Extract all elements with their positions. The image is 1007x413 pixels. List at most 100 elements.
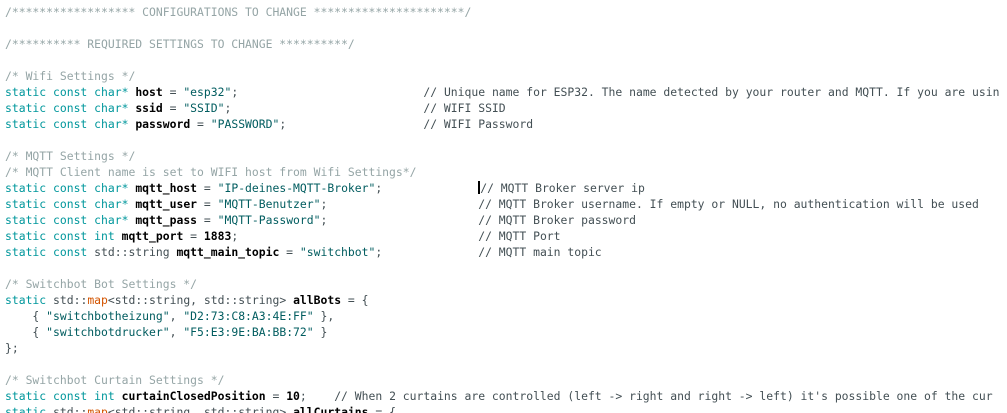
code-line: /* MQTT Client name is set to WIFI host … <box>5 164 1007 180</box>
inline-comment: // When 2 curtains are controlled (left … <box>334 389 993 403</box>
string-literal: "MQTT-Benutzer" <box>217 197 321 211</box>
block-comment: /* Wifi Settings */ <box>5 69 136 83</box>
inline-comment: // WIFI SSID <box>423 101 506 115</box>
code-line: static const int mqtt_port = 1883; // MQ… <box>5 228 1007 244</box>
number-literal: 1883 <box>203 229 232 243</box>
block-comment: /****************** CONFIGURATIONS TO CH… <box>5 5 472 19</box>
identifier: mqtt_main_topic <box>176 245 280 259</box>
string-literal: "switchbotheizung" <box>46 309 170 323</box>
code-line: static const char* password = "PASSWORD"… <box>5 116 1007 132</box>
code-text: = <box>190 117 211 131</box>
code-text: } <box>313 325 328 339</box>
code-text: = <box>197 197 218 211</box>
code-text: std:: <box>53 405 88 413</box>
code-line: }; <box>5 340 1007 356</box>
block-comment: /********** REQUIRED SETTINGS TO CHANGE … <box>5 37 355 51</box>
code-line: static const char* mqtt_user = "MQTT-Ben… <box>5 196 1007 212</box>
code-line: static const char* host = "esp32"; // Un… <box>5 84 1007 100</box>
code-line: /* MQTT Settings */ <box>5 148 1007 164</box>
inline-comment: // MQTT Broker password <box>478 213 636 227</box>
keyword: static <box>5 293 54 307</box>
code-text: = { <box>341 293 369 307</box>
inline-comment: // MQTT main topic <box>478 245 602 259</box>
code-text: , <box>169 309 184 323</box>
identifier: password <box>135 117 191 131</box>
code-line: { "switchbotdrucker", "F5:E3:9E:BA:BB:72… <box>5 324 1007 340</box>
code-line: static const char* mqtt_host = "IP-deine… <box>5 180 1007 196</box>
code-text: = <box>183 229 204 243</box>
keyword: static const int <box>5 389 122 403</box>
type-name: map <box>87 293 108 307</box>
identifier: mqtt_host <box>135 181 198 195</box>
keyword: static const char* <box>5 197 136 211</box>
inline-comment: // MQTT Broker server ip <box>480 181 645 195</box>
code-text: ; <box>224 101 424 115</box>
code-line <box>5 20 1007 36</box>
code-text: ; <box>231 85 424 99</box>
inline-comment: // Unique name for ESP32. The name detec… <box>423 85 1000 99</box>
keyword: static const char* <box>5 117 136 131</box>
code-text: std:: <box>53 293 88 307</box>
code-text: ; <box>231 229 479 243</box>
code-text: { <box>5 309 47 323</box>
code-line: static const char* mqtt_pass = "MQTT-Pas… <box>5 212 1007 228</box>
string-literal: "MQTT-Password" <box>217 213 321 227</box>
keyword: static const char* <box>5 213 136 227</box>
code-line: /****************** CONFIGURATIONS TO CH… <box>5 4 1007 20</box>
identifier: host <box>135 85 163 99</box>
code-text: ; <box>279 117 424 131</box>
identifier: curtainClosedPosition <box>121 389 266 403</box>
code-text: = <box>197 213 218 227</box>
code-text: }, <box>313 309 335 323</box>
identifier: mqtt_pass <box>135 213 198 227</box>
code-text: = { <box>368 405 396 413</box>
keyword: static const char* <box>5 101 136 115</box>
block-comment: /* MQTT Settings */ <box>5 149 136 163</box>
code-line: /* Switchbot Bot Settings */ <box>5 276 1007 292</box>
string-literal: "esp32" <box>183 85 232 99</box>
inline-comment: // MQTT Broker username. If empty or NUL… <box>478 197 979 211</box>
block-comment: /* Switchbot Curtain Settings */ <box>5 373 225 387</box>
string-literal: "switchbotdrucker" <box>46 325 170 339</box>
inline-comment: // MQTT Port <box>478 229 561 243</box>
number-literal: 10 <box>286 389 300 403</box>
code-text: std::string <box>94 245 177 259</box>
code-line: /********** REQUIRED SETTINGS TO CHANGE … <box>5 36 1007 52</box>
code-line: static const char* ssid = "SSID"; // WIF… <box>5 100 1007 116</box>
code-text: , <box>169 325 184 339</box>
keyword: static <box>5 405 54 413</box>
code-text: ; <box>375 245 479 259</box>
keyword: static const int <box>5 229 122 243</box>
string-literal: "D2:73:C8:A3:4E:FF" <box>183 309 314 323</box>
inline-comment: // WIFI Password <box>423 117 534 131</box>
keyword: static const <box>5 245 95 259</box>
string-literal: "switchbot" <box>299 245 376 259</box>
identifier: mqtt_port <box>121 229 184 243</box>
string-literal: "IP-deines-MQTT-Broker" <box>217 181 376 195</box>
code-text: { <box>5 325 47 339</box>
code-text: <std::string, std::string> <box>107 293 294 307</box>
code-line: static std::map<std::string, std::string… <box>5 404 1007 413</box>
code-line: /* Wifi Settings */ <box>5 68 1007 84</box>
code-text: }; <box>5 341 19 355</box>
code-line: { "switchbotheizung", "D2:73:C8:A3:4E:FF… <box>5 308 1007 324</box>
code-line <box>5 260 1007 276</box>
code-text: = <box>162 101 184 115</box>
code-text: ; <box>320 213 479 227</box>
code-text: = <box>197 181 218 195</box>
code-text: = <box>265 389 287 403</box>
string-literal: "SSID" <box>183 101 225 115</box>
identifier: allCurtains <box>293 405 369 413</box>
block-comment: /* Switchbot Bot Settings */ <box>5 277 198 291</box>
type-name: map <box>87 405 108 413</box>
identifier: mqtt_user <box>135 197 198 211</box>
text-cursor <box>478 181 480 194</box>
code-line <box>5 356 1007 372</box>
code-text: = <box>279 245 300 259</box>
code-line <box>5 132 1007 148</box>
code-line: /* Switchbot Curtain Settings */ <box>5 372 1007 388</box>
block-comment: /* MQTT Client name is set to WIFI host … <box>5 165 417 179</box>
code-line: static std::map<std::string, std::string… <box>5 292 1007 308</box>
